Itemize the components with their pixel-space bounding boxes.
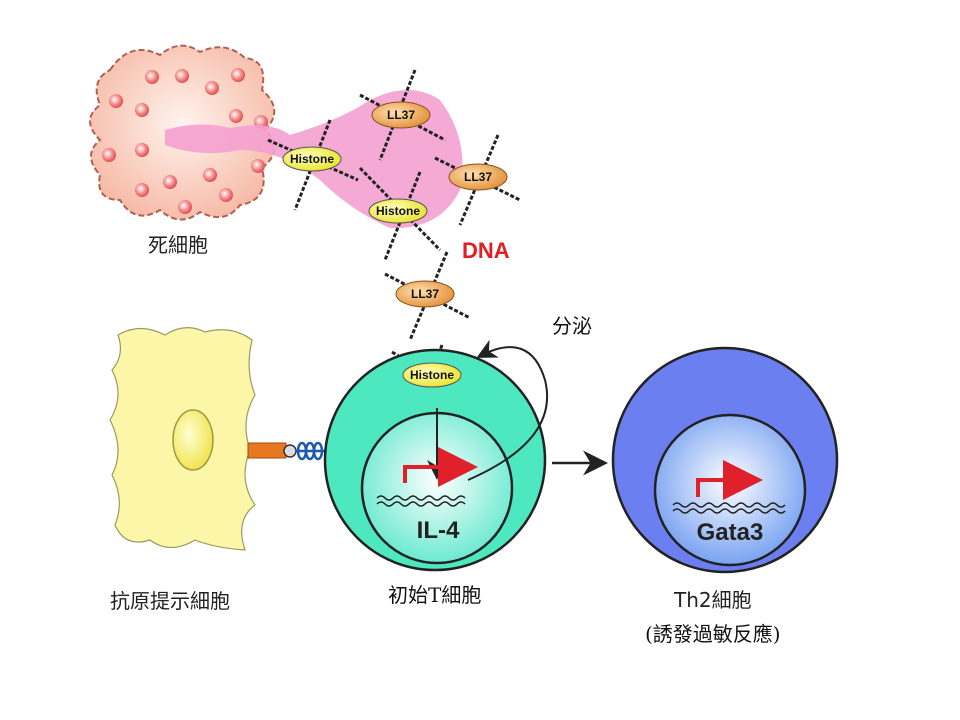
histone-1: Histone (282, 146, 342, 172)
ll37-label: LL37 (411, 287, 439, 301)
histone-label: Histone (376, 204, 420, 218)
dna-label: DNA (462, 238, 510, 263)
ll37-label: LL37 (387, 108, 415, 122)
ll37-3: LL37 (395, 280, 455, 308)
histone-3: Histone (402, 362, 462, 388)
ll37-2: LL37 (448, 163, 508, 191)
transcription-arrow (403, 447, 478, 487)
ll37-label: LL37 (464, 170, 492, 184)
apc-nucleus (172, 409, 214, 471)
gata3-label: Gata3 (697, 519, 764, 546)
mhc-tcr-contact (247, 441, 328, 461)
secretion-label: 分泌 (552, 314, 592, 338)
apc-label: 抗原提示細胞 (110, 589, 230, 613)
naive-t-cell: IL-4 (323, 348, 547, 572)
th2-cell-label: Th2細胞 (673, 588, 752, 612)
antigen-presenting-cell (109, 327, 256, 551)
histone-label: Histone (410, 368, 454, 382)
ll37-1: LL37 (371, 101, 431, 129)
gene-dna-icon (376, 495, 466, 507)
th2-note: (誘發過敏反應) (645, 622, 781, 646)
dead-cell-granules (102, 68, 268, 214)
th2-cell: Gata3 (611, 346, 839, 574)
histone-2: Histone (368, 198, 428, 224)
histone-label: Histone (290, 152, 334, 166)
dead-cell-label: 死細胞 (148, 233, 208, 257)
gene-dna-icon (672, 502, 786, 514)
naive-t-cell-label: 初始T細胞 (388, 583, 481, 607)
transcription-arrow (696, 460, 763, 500)
secretion-arrow (467, 339, 549, 481)
il4-label: IL-4 (417, 517, 460, 544)
